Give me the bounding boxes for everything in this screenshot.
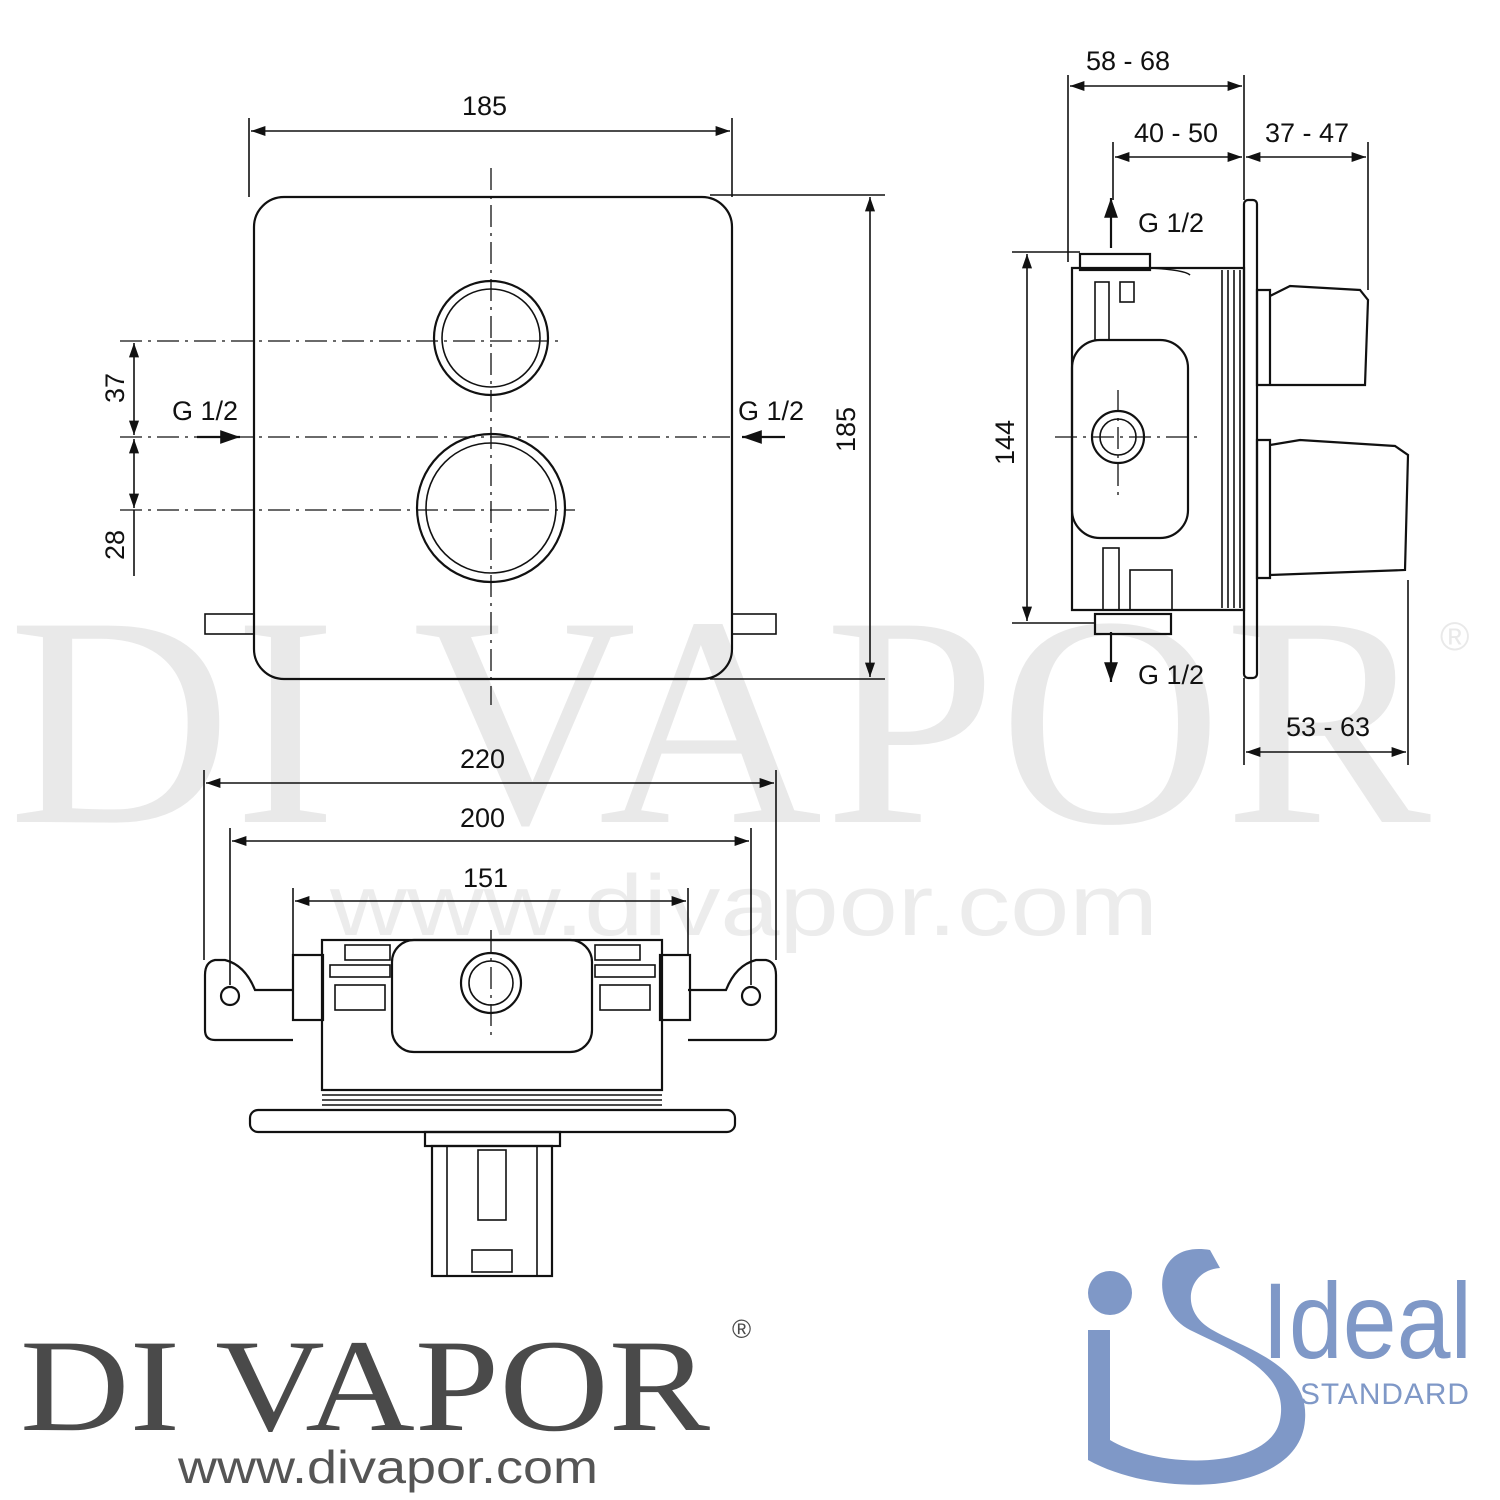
bottom-fitting [1093,612,1173,636]
thread-rings [1221,270,1241,608]
bottom-right-clip-detail [594,944,656,1011]
body-width-label: 151 [463,863,508,893]
watermark-brand: DI VAPOR [8,555,1433,887]
bottom-cartridge-collar [423,1130,562,1148]
ideal-standard-swoosh-icon [1088,1249,1306,1485]
projection-handle-label: 53 - 63 [1286,712,1370,742]
bottom-left-clip-block [291,953,325,1022]
bottom-right-clip-block [658,953,692,1022]
left-inlet-stub [204,613,255,635]
brand-registered-mark: ® [732,1314,751,1344]
side-lower-handle [1255,438,1410,580]
left-mounting-flange [203,958,293,1042]
front-view: G 1/2 G 1/2 185 185 37 28 [100,91,885,705]
offset-upper-label: 37 [100,373,130,403]
left-inlet-label: G 1/2 [172,396,238,426]
front-height-label: 185 [831,407,861,452]
ideal-wordmark: Ideal [1262,1260,1472,1381]
brand-logo-text: DI VAPOR [20,1312,710,1459]
right-inlet-label: G 1/2 [738,396,804,426]
mount-width-label: 200 [460,803,505,833]
watermark: DI VAPOR ® www.divapor.com [8,555,1469,954]
bottom-wall-plate [248,1108,737,1134]
standard-wordmark: STANDARD [1300,1378,1470,1411]
top-clip [1094,281,1110,341]
offset-lower-label: 28 [100,530,130,560]
left-mounting-hole [219,985,241,1007]
right-mounting-hole [740,985,762,1007]
depth-wall-label: 40 - 50 [1134,118,1218,148]
bottom-view: 220 200 151 [203,744,778,1278]
bottom-clip [1102,547,1120,611]
side-upper-handle [1255,284,1370,387]
top-fitting [1078,252,1152,272]
cartridge-spindle [477,1149,507,1221]
ideal-standard-logo: Ideal STANDARD [1088,1249,1472,1485]
right-inlet-stub [731,613,777,635]
watermark-registered-mark: ® [1440,615,1469,659]
bottom-thread-band [322,1094,662,1106]
bottom-service-window [390,938,594,1054]
front-width-label: 185 [462,91,507,121]
bottom-clip-2 [1129,569,1173,611]
side-housing-bevel [1149,267,1191,276]
bottom-outlet-label: G 1/2 [1138,660,1204,690]
depth-total-label: 58 - 68 [1086,46,1170,76]
footer-brand: DI VAPOR ® www.divapor.com [20,1312,751,1493]
bottom-cartridge [430,1144,554,1278]
right-mounting-flange [688,958,778,1042]
bottom-left-clip-detail [329,944,391,1011]
top-outlet-label: G 1/2 [1138,208,1204,238]
brand-url: www.divapor.com [177,1441,598,1493]
cartridge-tip [471,1249,513,1273]
side-view: G 1/2 G 1/2 144 58 - 68 40 - 50 37 - 47 … [990,46,1410,765]
projection-label: 37 - 47 [1265,118,1349,148]
bottom-housing [320,938,664,1092]
outer-width-label: 220 [460,744,505,774]
side-height-label: 144 [990,420,1020,465]
top-clip-2 [1119,281,1135,303]
ideal-standard-dot-icon [1088,1271,1132,1315]
side-service-window [1070,338,1190,540]
faceplate [252,195,734,681]
